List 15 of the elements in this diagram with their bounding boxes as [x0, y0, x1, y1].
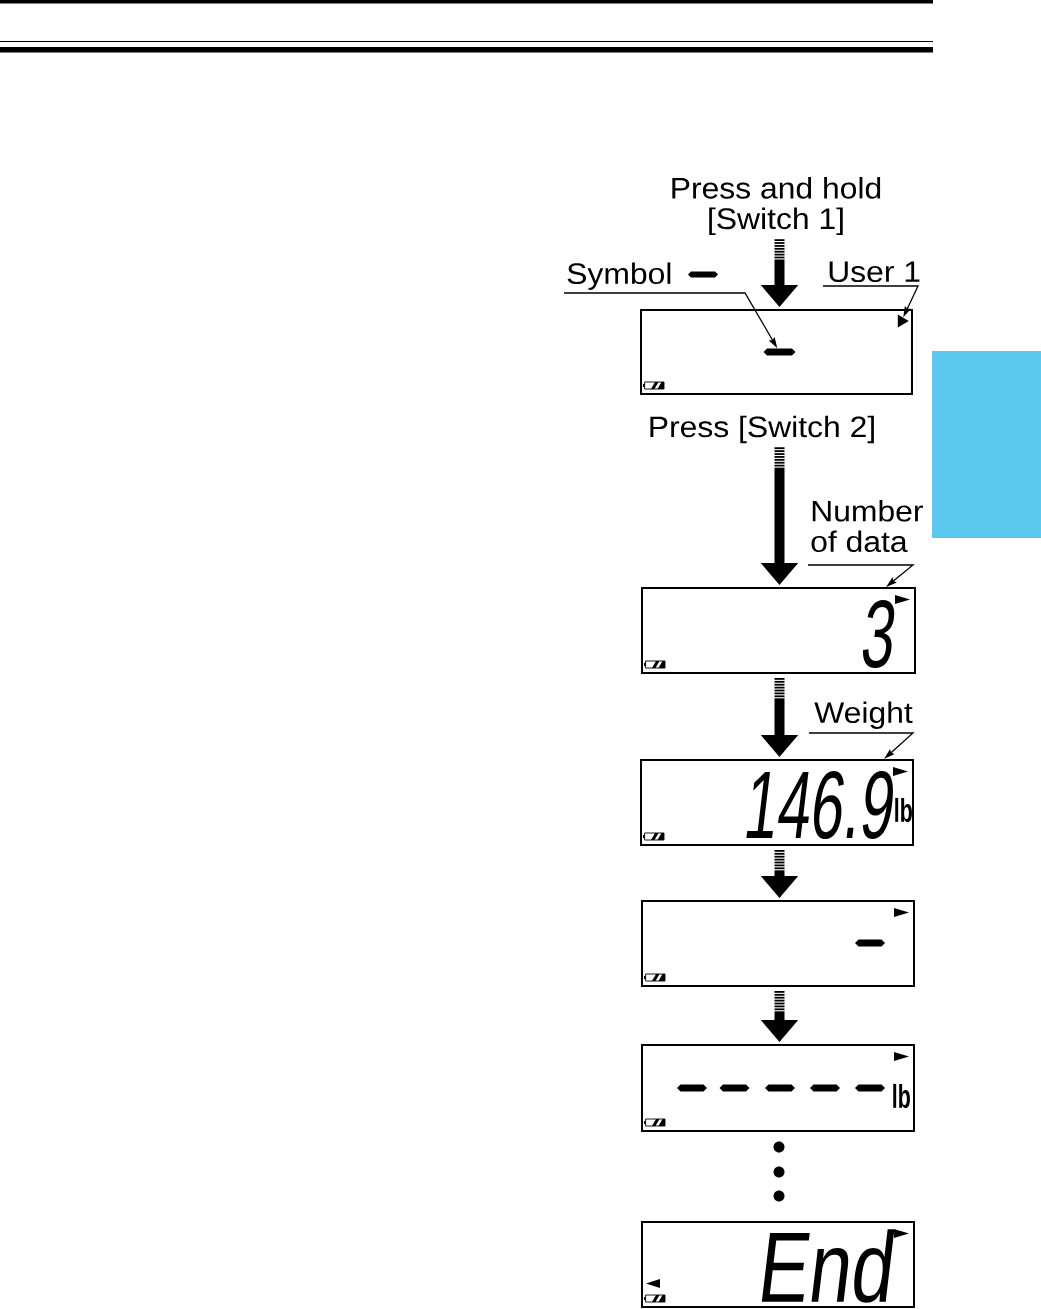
callout-label: Weight: [814, 701, 913, 729]
leader-line: [808, 732, 915, 759]
instruction-text: Press [Switch 2]: [650, 415, 874, 444]
lcd-screen: lb: [641, 1044, 915, 1132]
callout-label: Number of data: [811, 499, 923, 553]
lcd-screen: [640, 309, 913, 395]
lcd-screen: 146.9lb: [640, 759, 914, 846]
instruction-text: Press and hold [Switch 1]: [672, 177, 881, 235]
leader-line: [807, 564, 915, 587]
lcd-screen: 3: [641, 587, 916, 674]
callout-label: User 1: [829, 261, 920, 283]
callout-label: Symbol: [567, 262, 671, 290]
side-tab: [932, 351, 1041, 538]
lcd-screen: [641, 900, 915, 987]
lcd-screen: End: [641, 1221, 915, 1308]
